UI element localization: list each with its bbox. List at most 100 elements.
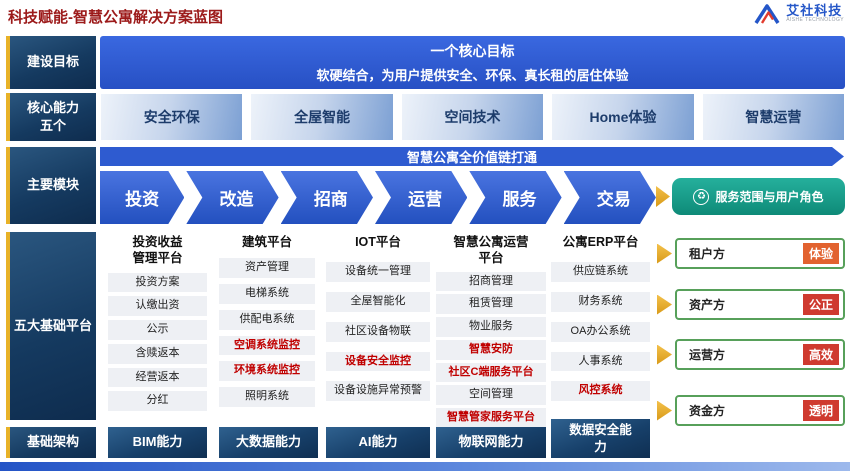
platform-item: OA办公系统 [551, 321, 650, 342]
role-row-asset: 资产方 公正 [657, 289, 845, 320]
role-box: 资产方 公正 [675, 289, 845, 320]
capability-box: 智慧运营 [701, 93, 846, 141]
capability-box: 空间技术 [400, 93, 545, 141]
role-badge: 透明 [803, 400, 839, 421]
role-name: 资产方 [689, 298, 726, 312]
capability-box: 全屋智能 [250, 93, 394, 141]
platform-column-title: 公寓ERP平台 [562, 235, 639, 249]
platform-item: 分红 [108, 391, 207, 411]
platform-item: 电梯系统 [219, 284, 315, 304]
platform-item-highlighted: 智慧安防 [436, 339, 546, 360]
roles-header-box: ♻ 服务范围与用户角色 [672, 178, 845, 215]
role-badge: 公正 [803, 294, 839, 315]
module-step-chevron: 改造 [186, 171, 278, 224]
platform-item: 认缴出资 [108, 296, 207, 316]
module-steps: 投资 改造 招商 运营 服务 交易 [100, 171, 656, 224]
platform-item: 设备统一管理 [326, 262, 430, 282]
platform-column-building: 建筑平台 资产管理 电梯系统 供配电系统 空调系统监控 环境系统监控 照明系统 [219, 234, 315, 407]
platform-column-title: IOT平台 [355, 235, 401, 249]
row-label-infrastructure-text: 基础架构 [26, 434, 79, 450]
platform-column-title: 投资收益管理平台 [132, 235, 183, 266]
arrow-right-icon [656, 186, 670, 207]
row-label-goal: 建设目标 [6, 36, 96, 89]
core-goal-box: 一个核心目标 软硬结合，为用户提供安全、环保、真长租的居住体验 [100, 36, 845, 89]
role-badge: 高效 [803, 344, 839, 365]
platform-item: 物业服务 [436, 317, 546, 337]
logo: 艾社科技 AISHE TECHNOLOGY [752, 3, 844, 25]
core-goal-title: 一个核心目标 [430, 43, 515, 59]
value-chain-banner-text: 智慧公寓全价值链打通 [406, 150, 537, 165]
platform-item: 资产管理 [219, 258, 315, 278]
module-step-chevron: 服务 [469, 171, 561, 224]
arrow-right-icon [657, 243, 672, 264]
platform-column-investment: 投资收益管理平台 投资方案 认缴出资 公示 含赎返本 经营返本 分红 [108, 234, 207, 411]
infra-box-bim: BIM能力 [108, 427, 207, 458]
roles-header-text: 服务范围与用户角色 [715, 190, 824, 204]
platform-item-highlighted: 设备安全监控 [326, 351, 430, 372]
platform-item: 投资方案 [108, 272, 207, 293]
row-label-capabilities-line1: 核心能力 [26, 99, 79, 115]
platform-item: 经营返本 [108, 367, 207, 388]
platform-item: 招商管理 [436, 271, 546, 292]
platform-item: 空间管理 [436, 385, 546, 405]
capability-box: Home体验 [551, 93, 695, 141]
row-label-infrastructure: 基础架构 [6, 427, 96, 458]
row-label-goal-text: 建设目标 [26, 54, 79, 70]
row-label-platforms-text: 五大基础平台 [13, 317, 92, 333]
module-step-chevron: 招商 [281, 171, 373, 224]
module-step-chevron: 交易 [564, 171, 656, 224]
infra-box-iot: 物联网能力 [436, 427, 546, 458]
role-badge: 体验 [803, 243, 839, 264]
module-step-chevron: 投资 [100, 171, 184, 224]
bottom-accent-bar [0, 462, 850, 471]
core-goal-subtitle: 软硬结合，为用户提供安全、环保、真长租的居住体验 [316, 68, 629, 83]
arrow-right-icon [657, 294, 672, 315]
platform-item: 照明系统 [219, 387, 315, 407]
value-chain-banner: 智慧公寓全价值链打通 [100, 147, 844, 166]
row-label-capabilities: 核心能力 五个 [6, 93, 96, 141]
role-row-capital: 资金方 透明 [657, 395, 845, 426]
role-row-operator: 运营方 高效 [657, 339, 845, 370]
role-name: 资金方 [689, 404, 726, 418]
role-box: 运营方 高效 [675, 339, 845, 370]
logo-name: 艾社科技 [786, 3, 843, 19]
platform-item: 供配电系统 [219, 309, 315, 330]
platform-item: 租赁管理 [436, 294, 546, 314]
recycle-icon: ♻ [693, 188, 710, 205]
role-box: 资金方 透明 [675, 395, 845, 426]
infra-box-datasecurity: 数据安全能力 [551, 419, 650, 458]
page-title: 科技赋能-智慧公寓解决方案蓝图 [8, 9, 223, 26]
platform-column-iot: IOT平台 设备统一管理 全屋智能化 社区设备物联 设备安全监控 设备设施异常预… [326, 234, 430, 401]
platform-item: 人事系统 [551, 351, 650, 372]
platform-column-title: 建筑平台 [241, 235, 292, 249]
platform-item-highlighted: 风控系统 [551, 381, 650, 401]
role-name: 租户方 [689, 247, 726, 261]
platform-item: 公示 [108, 320, 207, 340]
platform-item: 社区设备物联 [326, 321, 430, 342]
capabilities-row: 安全环保 全屋智能 空间技术 Home体验 智慧运营 [100, 93, 846, 141]
role-row-tenant: 租户方 体验 [657, 238, 845, 269]
logo-subtitle: AISHE TECHNOLOGY [786, 17, 844, 24]
capability-box: 安全环保 [100, 93, 244, 141]
row-label-platforms: 五大基础平台 [6, 232, 96, 420]
row-label-modules: 主要模块 [6, 147, 96, 224]
platform-item: 含赎返本 [108, 343, 207, 364]
arrow-right-icon [657, 344, 672, 365]
infra-box-ai: AI能力 [326, 427, 430, 458]
platform-item-highlighted: 智慧管家服务平台 [436, 408, 546, 428]
platform-item: 设备设施异常预警 [326, 381, 430, 401]
arrow-right-icon [657, 400, 672, 421]
logo-triangle-icon [754, 4, 780, 24]
platform-item-highlighted: 环境系统监控 [219, 361, 315, 381]
platform-item: 财务系统 [551, 292, 650, 312]
platform-item-highlighted: 社区C端服务平台 [436, 362, 546, 383]
platform-item: 供应链系统 [551, 262, 650, 282]
logo-text: 艾社科技 AISHE TECHNOLOGY [786, 3, 844, 24]
platform-item-highlighted: 空调系统监控 [219, 335, 315, 356]
platform-item: 全屋智能化 [326, 292, 430, 312]
role-box: 租户方 体验 [675, 238, 845, 269]
module-step-chevron: 运营 [375, 171, 467, 224]
platform-column-title: 智慧公寓运营平台 [453, 235, 529, 266]
role-name: 运营方 [689, 348, 726, 362]
